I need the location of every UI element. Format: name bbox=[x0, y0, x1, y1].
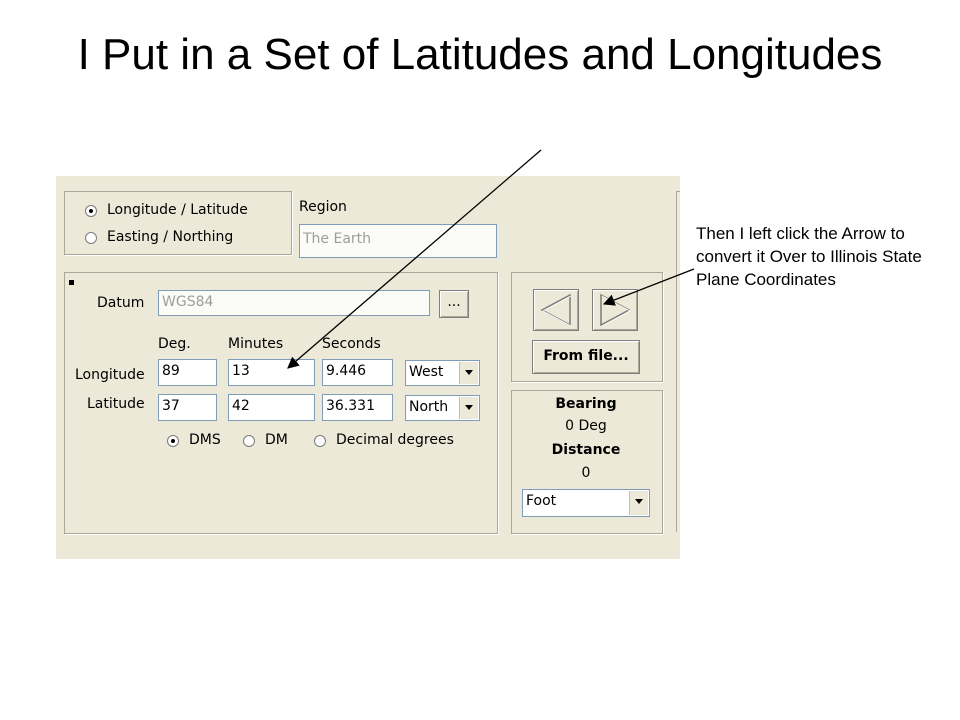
region-label: Region bbox=[299, 199, 347, 215]
annotation-text: Then I left click the Arrow to convert i… bbox=[696, 224, 922, 289]
radio-easting-northing-label: Easting / Northing bbox=[107, 229, 234, 245]
radio-easting-northing[interactable] bbox=[85, 232, 97, 244]
distance-value: 0 bbox=[581, 465, 591, 481]
longitude-minutes-input[interactable]: 13 bbox=[228, 359, 315, 386]
longitude-seconds-input[interactable]: 9.446 bbox=[322, 359, 393, 386]
radio-decimal-degrees[interactable] bbox=[314, 435, 326, 447]
radio-dms[interactable] bbox=[167, 435, 179, 447]
bearing-value: 0 Deg bbox=[565, 418, 607, 434]
right-panel-edge bbox=[676, 191, 680, 532]
minutes-column-header: Minutes bbox=[228, 336, 284, 352]
radio-dms-label: DMS bbox=[189, 432, 221, 448]
latitude-label: Latitude bbox=[87, 396, 145, 412]
radio-decimal-degrees-label: Decimal degrees bbox=[336, 432, 454, 448]
region-field[interactable]: The Earth bbox=[299, 224, 497, 258]
radio-dm[interactable] bbox=[243, 435, 255, 447]
convert-left-button[interactable] bbox=[533, 289, 579, 331]
bearing-distance-group bbox=[511, 390, 663, 534]
radio-dm-label: DM bbox=[265, 432, 288, 448]
latitude-hemisphere-select[interactable]: North bbox=[405, 395, 480, 421]
radio-longitude-latitude[interactable] bbox=[85, 205, 97, 217]
from-file-button[interactable]: From file... bbox=[532, 340, 640, 374]
longitude-hemisphere-select[interactable]: West bbox=[405, 360, 480, 386]
longitude-label: Longitude bbox=[75, 367, 145, 383]
bearing-label: Bearing bbox=[555, 396, 617, 412]
seconds-column-header: Seconds bbox=[322, 336, 381, 352]
latitude-hemisphere-value: North bbox=[409, 399, 449, 415]
coordinate-group bbox=[64, 272, 498, 534]
arrow-right-icon bbox=[600, 293, 631, 327]
datum-field[interactable]: WGS84 bbox=[158, 290, 430, 316]
coord-mode-group bbox=[64, 191, 292, 255]
slide-title: I Put in a Set of Latitudes and Longitud… bbox=[77, 30, 883, 79]
radio-longitude-latitude-label: Longitude / Latitude bbox=[107, 202, 248, 218]
latitude-deg-input[interactable]: 37 bbox=[158, 394, 217, 421]
chevron-down-icon[interactable] bbox=[459, 362, 478, 384]
longitude-deg-input[interactable]: 89 bbox=[158, 359, 217, 386]
converter-panel: Longitude / Latitude Easting / Northing … bbox=[56, 176, 680, 559]
distance-unit-value: Foot bbox=[526, 493, 557, 509]
chevron-down-icon[interactable] bbox=[459, 397, 478, 419]
latitude-minutes-input[interactable]: 42 bbox=[228, 394, 315, 421]
datum-label: Datum bbox=[97, 295, 145, 311]
distance-unit-select[interactable]: Foot bbox=[522, 489, 650, 517]
datum-browse-button[interactable]: ... bbox=[439, 290, 469, 318]
distance-label: Distance bbox=[551, 442, 621, 458]
arrow-left-icon bbox=[540, 293, 572, 327]
deg-column-header: Deg. bbox=[158, 336, 191, 352]
convert-right-button[interactable] bbox=[592, 289, 638, 331]
latitude-seconds-input[interactable]: 36.331 bbox=[322, 394, 393, 421]
longitude-hemisphere-value: West bbox=[409, 364, 444, 380]
chevron-down-icon[interactable] bbox=[629, 491, 648, 515]
group-marker-icon bbox=[69, 280, 74, 285]
